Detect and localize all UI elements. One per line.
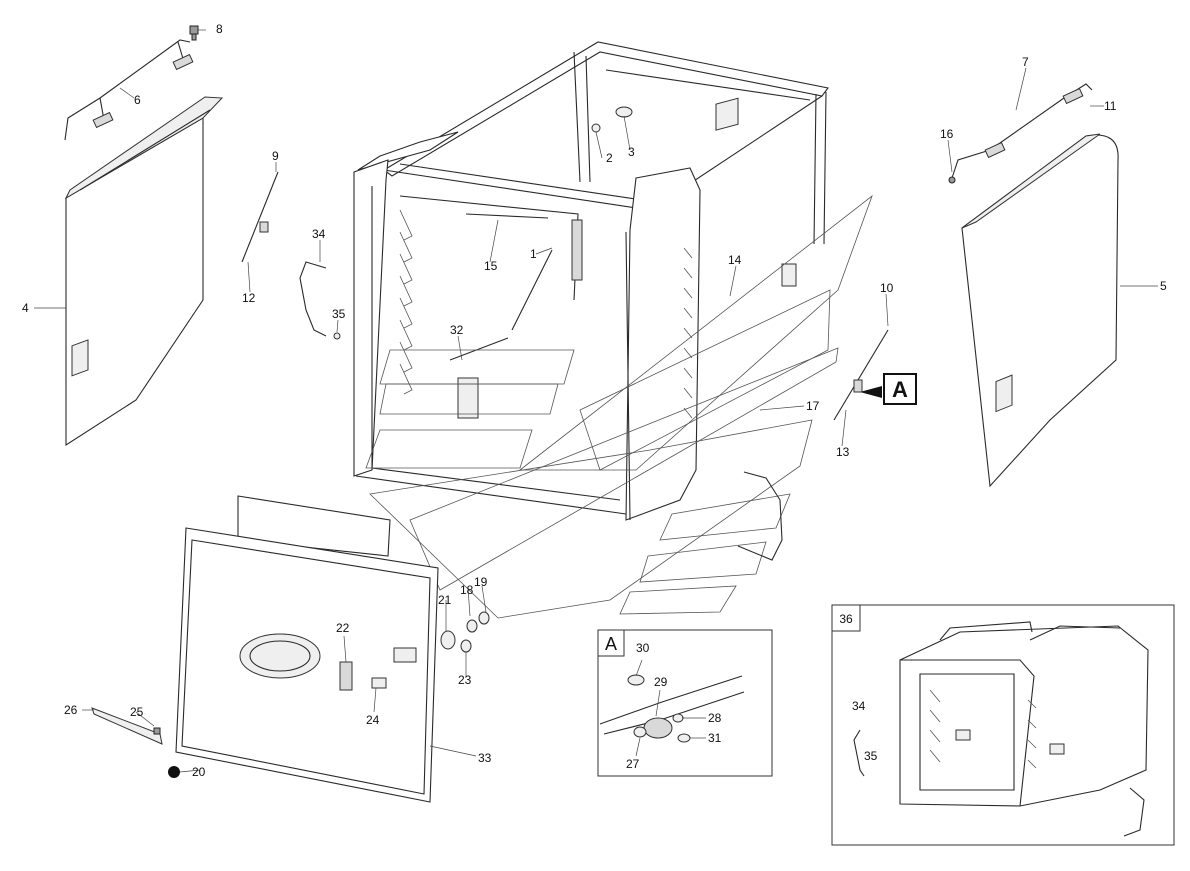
right-side-panel: [961, 133, 1119, 488]
callout-22: 22: [336, 621, 350, 635]
callout-15: 15: [484, 259, 498, 273]
callout-30: 30: [636, 641, 650, 655]
cab-door: [175, 495, 439, 803]
callout-12: 12: [242, 291, 256, 305]
callout-1: 1: [530, 247, 537, 261]
door-fasteners: [440, 611, 490, 653]
left-gas-rod: [241, 171, 279, 263]
callout-33: 33: [478, 751, 492, 765]
bolt-icon: [948, 176, 956, 184]
callout-19: 19: [474, 575, 488, 589]
svg-text:A: A: [892, 377, 908, 402]
left-side-panel: [64, 96, 224, 447]
callout-24: 24: [366, 713, 380, 727]
callout-29: 29: [654, 675, 668, 689]
door-check-strap: [91, 707, 163, 745]
inset-callout-35: 35: [864, 749, 878, 763]
callout-32: 32: [450, 323, 464, 337]
callout-35: 35: [332, 307, 346, 321]
screw-icon: [189, 25, 199, 41]
side-handle: [299, 261, 327, 337]
right-gas-rod: [833, 329, 889, 421]
callout-31: 31: [708, 731, 722, 745]
callout-21: 21: [438, 593, 452, 607]
washer-icon: [333, 332, 341, 340]
inset-assembled-cab: 36: [831, 604, 1175, 846]
callout-23: 23: [458, 673, 472, 687]
callout-14: 14: [728, 253, 742, 267]
callout-13: 13: [836, 445, 850, 459]
callout-8: 8: [216, 22, 223, 36]
callout-7: 7: [1022, 55, 1029, 69]
callout-5: 5: [1160, 279, 1167, 293]
callout-28: 28: [708, 711, 722, 725]
washer-pipe: [737, 471, 783, 561]
callout-26: 26: [64, 703, 78, 717]
callout-16: 16: [940, 127, 954, 141]
callout-9: 9: [272, 149, 279, 163]
callout-10: 10: [880, 281, 894, 295]
detail-a-marker: A: [860, 373, 917, 405]
callout-4: 4: [22, 301, 29, 315]
glass-panels: [365, 194, 873, 619]
callout-17: 17: [806, 399, 820, 413]
callout-27: 27: [626, 757, 640, 771]
cab-frame: [353, 41, 829, 521]
leader-lines: [34, 29, 1158, 773]
callout-labels: 1 2 3 4 5 6 7 8 9 10 11 12 13 14 15 16 1…: [22, 22, 1167, 779]
callout-2: 2: [606, 151, 613, 165]
callout-18: 18: [460, 583, 474, 597]
callout-11: 11: [1104, 99, 1117, 113]
plug-icon: [168, 766, 180, 778]
left-top-handle: [64, 39, 194, 141]
callout-3: 3: [628, 145, 635, 159]
inset-callout-34: 34: [852, 699, 866, 713]
right-top-handle: [951, 83, 1093, 179]
callout-34: 34: [312, 227, 326, 241]
callout-6: 6: [134, 93, 141, 107]
detail-a-frame: A: [597, 629, 773, 777]
svg-text:A: A: [605, 634, 617, 654]
callout-25: 25: [130, 705, 144, 719]
svg-text:36: 36: [839, 612, 853, 626]
callout-20: 20: [192, 765, 206, 779]
